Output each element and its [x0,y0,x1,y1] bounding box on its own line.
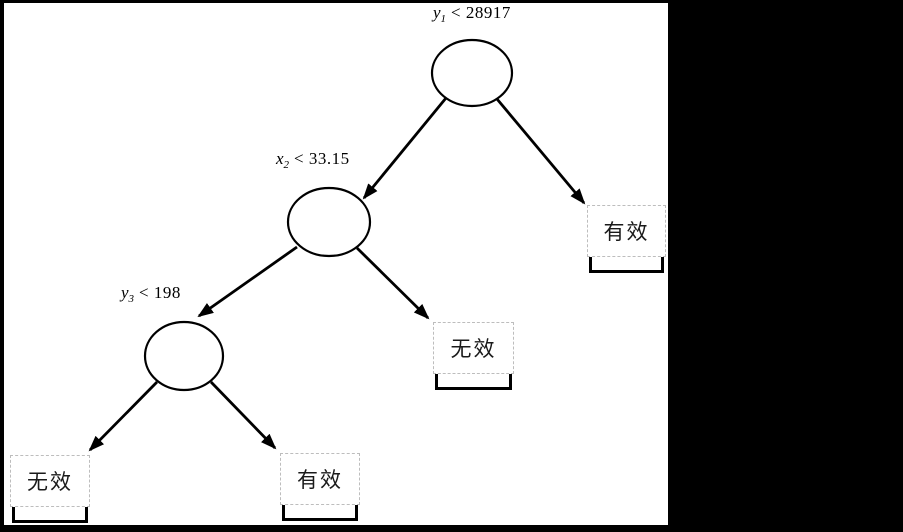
leaf-box: 有效 [280,453,360,505]
leaf-root-right: 有效 [587,205,666,273]
leaf-y3-left: 无效 [10,455,90,523]
leaf-bracket [589,257,664,273]
root-node-circle [430,38,514,108]
root-variable: y [433,3,441,22]
leaf-label: 无效 [450,337,497,361]
x2-condition-label: x2 < 33.15 [276,149,350,171]
root-subscript: 1 [440,13,447,25]
edge-x2-to-y3 [197,245,298,318]
x2-node-circle [286,186,372,258]
leaf-bracket [435,374,512,390]
leaf-label: 有效 [297,468,343,492]
x2-variable: x [276,149,284,168]
x2-subscript: 2 [283,159,290,171]
leaf-x2-right: 无效 [433,322,514,390]
x2-condition: < 33.15 [294,149,350,168]
leaf-label: 有效 [603,220,650,244]
root-condition: < 28917 [451,3,511,22]
y3-condition: < 198 [139,283,181,302]
y3-condition-label: y3 < 198 [121,283,181,305]
root-condition-label: y1 < 28917 [433,3,511,25]
y3-variable: y [121,283,129,302]
y3-node-circle [143,320,225,392]
leaf-box: 有效 [587,205,666,257]
edge-y3-to-leaf-bottom-left [88,381,158,452]
edge-x2-to-leaf-middle [356,247,430,320]
y3-subscript: 3 [128,293,135,305]
leaf-box: 无效 [10,455,90,507]
leaf-bracket [282,505,358,521]
edge-y3-to-leaf-bottom-middle [209,381,277,450]
diagram-canvas [4,3,668,525]
edge-root-to-leaf-right [495,98,586,205]
leaf-label: 无效 [27,470,73,494]
edge-root-to-x2 [362,97,448,200]
leaf-y3-right: 有效 [280,453,360,521]
leaf-bracket [12,507,88,523]
leaf-box: 无效 [433,322,514,374]
